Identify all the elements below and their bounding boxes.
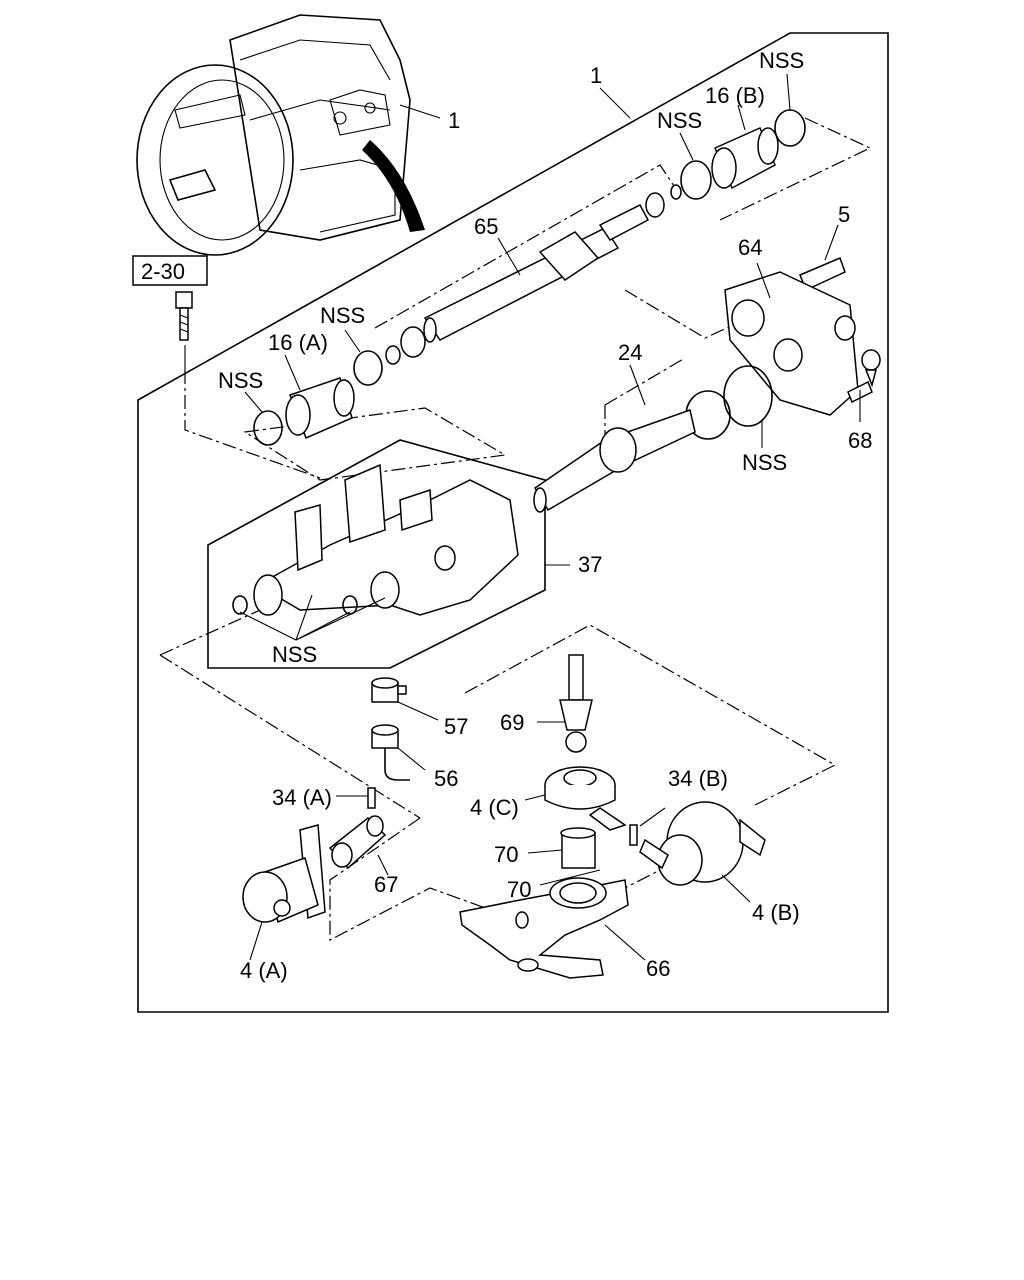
- ref-label-2-30: 2-30: [141, 259, 185, 284]
- callout-nss-top-mid[interactable]: NSS: [657, 108, 702, 133]
- shaft-66: [459, 877, 629, 979]
- callout-57[interactable]: 57: [444, 714, 468, 739]
- callout-56[interactable]: 56: [434, 766, 458, 791]
- callout-transmission-1[interactable]: 1: [448, 108, 460, 133]
- bushing-16a: [285, 377, 355, 440]
- callout-4b[interactable]: 4 (B): [752, 900, 800, 925]
- lever-4b: [639, 801, 766, 886]
- housing-boundary: [207, 439, 546, 669]
- pin-34a: [367, 787, 376, 809]
- o-ring-nss-far-left: [253, 410, 283, 446]
- o-ring-nss-top-mid: [680, 160, 712, 200]
- bolt-68: [847, 349, 881, 404]
- transmission-illustration: [136, 14, 441, 256]
- callout-4c[interactable]: 4 (C): [470, 795, 519, 820]
- pin-34b: [629, 824, 638, 846]
- callout-37[interactable]: 37: [578, 552, 602, 577]
- callout-68[interactable]: 68: [848, 428, 872, 453]
- callout-69[interactable]: 69: [500, 710, 524, 735]
- callout-34a[interactable]: 34 (A): [272, 785, 332, 810]
- ref-box-2-30[interactable]: 2-30: [132, 255, 208, 286]
- assembly-frame: [137, 32, 889, 1013]
- bushing-16b: [711, 126, 779, 190]
- callout-24[interactable]: 24: [618, 340, 642, 365]
- nut-top: [670, 184, 682, 200]
- callout-70-a[interactable]: 70: [494, 842, 518, 867]
- cap-56: [371, 724, 410, 781]
- callout-4a[interactable]: 4 (A): [240, 958, 288, 983]
- callout-16b[interactable]: 16 (B): [705, 83, 765, 108]
- callout-64[interactable]: 64: [738, 235, 762, 260]
- callout-65[interactable]: 65: [474, 214, 498, 239]
- callout-34b[interactable]: 34 (B): [668, 766, 728, 791]
- shaft-24: [533, 409, 696, 513]
- shaft-65: [423, 204, 650, 343]
- callout-assembly-1[interactable]: 1: [590, 63, 602, 88]
- callout-nss-right[interactable]: NSS: [742, 450, 787, 475]
- callout-70-b[interactable]: 70: [507, 877, 531, 902]
- callout-nss-housing[interactable]: NSS: [272, 642, 317, 667]
- ring-left-large: [400, 326, 426, 358]
- o-ring-nss-right-large: [723, 365, 773, 427]
- washer-left: [385, 345, 401, 365]
- leader-lines: [184, 73, 861, 961]
- cap-57: [371, 677, 407, 703]
- callout-16a[interactable]: 16 (A): [268, 330, 328, 355]
- washer-top: [645, 192, 665, 218]
- o-ring-nss-housing-left: [232, 595, 248, 615]
- stud-69: [559, 654, 593, 753]
- housing-37: [253, 463, 519, 616]
- callout-nss-far-left[interactable]: NSS: [218, 368, 263, 393]
- callout-67[interactable]: 67: [374, 872, 398, 897]
- lever-4a: [242, 824, 326, 924]
- callout-5[interactable]: 5: [838, 202, 850, 227]
- o-ring-nss-top-right: [774, 109, 806, 147]
- callout-nss-top-right[interactable]: NSS: [759, 48, 804, 73]
- o-ring-nss-left: [353, 350, 383, 386]
- cover-64: [724, 271, 859, 416]
- bush-70: [560, 827, 596, 869]
- lever-4c: [544, 766, 627, 831]
- callout-66[interactable]: 66: [646, 956, 670, 981]
- callout-nss-left[interactable]: NSS: [320, 303, 365, 328]
- link-67: [328, 815, 387, 870]
- bolt-2-30: [175, 291, 193, 341]
